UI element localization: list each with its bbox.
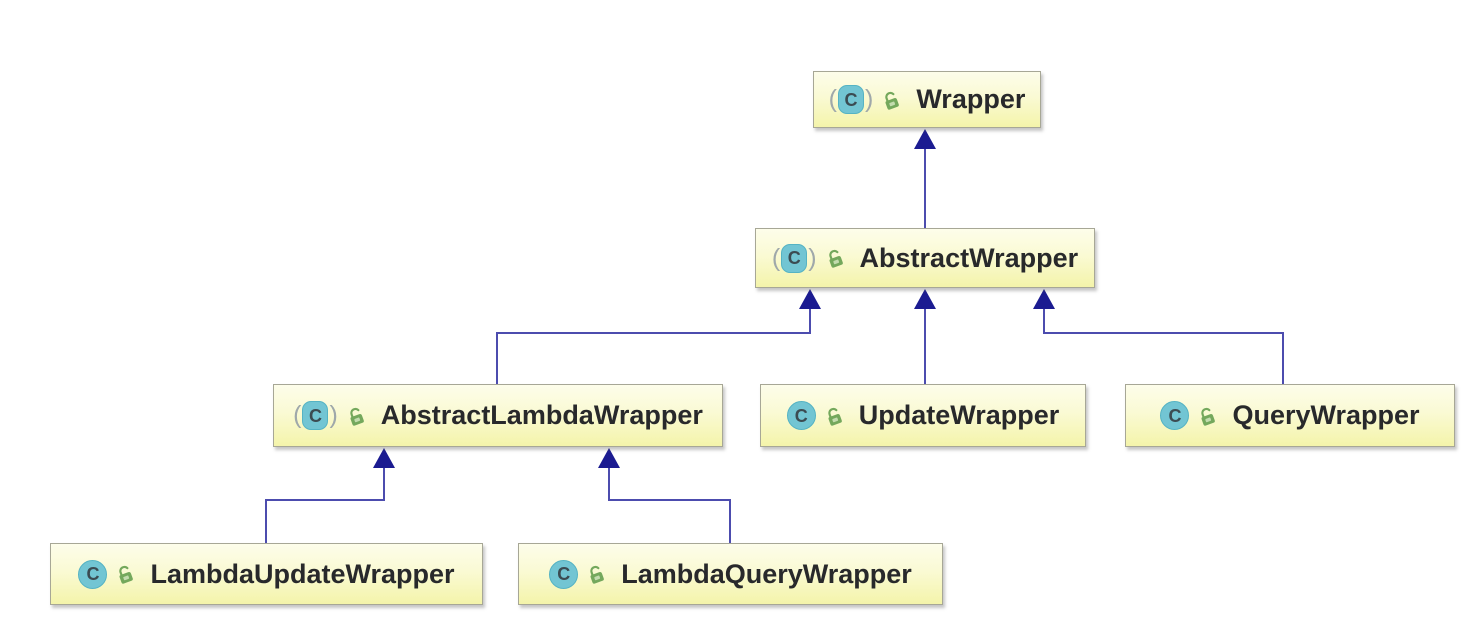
abstract-paren-right: ) — [808, 243, 817, 272]
edge-abstract-lambda-wrapper-extends-abstract-wrapper — [496, 309, 811, 384]
open-lock-icon — [823, 405, 845, 427]
arrowhead-icon — [914, 129, 936, 149]
class-node-abstract-lambda-wrapper[interactable]: (C) AbstractLambdaWrapper — [273, 384, 723, 447]
class-icon: C — [786, 401, 816, 430]
abstract-paren-left: ( — [293, 401, 302, 429]
abstract-class-icon: (C) — [293, 401, 338, 430]
abstract-class-icon: (C) — [771, 243, 817, 273]
class-name-label: AbstractLambdaWrapper — [380, 400, 703, 430]
class-letter: C — [302, 401, 329, 430]
open-lock-icon — [114, 563, 136, 585]
class-node-query-wrapper[interactable]: C QueryWrapper — [1125, 384, 1455, 447]
abstract-paren-left: ( — [828, 85, 837, 113]
abstract-paren-right: ) — [864, 85, 874, 113]
open-lock-icon — [1196, 405, 1218, 427]
class-letter: C — [786, 401, 816, 430]
class-name-label: UpdateWrapper — [858, 400, 1060, 430]
arrowhead-icon — [1033, 289, 1055, 309]
abstract-class-icon: (C) — [828, 85, 874, 114]
class-icon: C — [78, 559, 108, 589]
class-icon: C — [549, 559, 579, 589]
abstract-paren-left: ( — [771, 243, 781, 272]
class-letter: C — [78, 559, 108, 589]
class-node-update-wrapper[interactable]: C UpdateWrapper — [760, 384, 1086, 447]
class-node-abstract-wrapper[interactable]: (C) AbstractWrapper — [755, 228, 1095, 288]
arrowhead-icon — [373, 448, 395, 468]
abstract-paren-right: ) — [329, 401, 338, 429]
edge-query-wrapper-extends-abstract-wrapper — [1043, 309, 1284, 384]
arrowhead-icon — [914, 289, 936, 309]
open-lock-icon — [880, 89, 902, 111]
class-name-label: AbstractWrapper — [859, 242, 1079, 273]
open-lock-icon — [585, 563, 607, 585]
class-name-label: LambdaQueryWrapper — [621, 558, 912, 589]
open-lock-icon — [824, 247, 846, 269]
class-node-lambda-query-wrapper[interactable]: C LambdaQueryWrapper — [518, 543, 943, 605]
class-letter: C — [1160, 401, 1190, 430]
class-node-wrapper[interactable]: (C) Wrapper — [813, 71, 1041, 128]
class-letter: C — [549, 559, 579, 589]
class-letter: C — [837, 85, 864, 114]
class-name-label: Wrapper — [916, 84, 1026, 114]
class-letter: C — [781, 243, 808, 273]
arrowhead-icon — [598, 448, 620, 468]
class-name-label: QueryWrapper — [1232, 400, 1420, 430]
edge-lambda-query-wrapper-extends-abstract-lambda-wrapper — [608, 468, 731, 543]
edge-lambda-update-wrapper-extends-abstract-lambda-wrapper — [265, 468, 385, 543]
class-node-lambda-update-wrapper[interactable]: C LambdaUpdateWrapper — [50, 543, 483, 605]
arrowhead-icon — [799, 289, 821, 309]
class-icon: C — [1160, 401, 1190, 430]
open-lock-icon — [345, 405, 367, 427]
class-name-label: LambdaUpdateWrapper — [150, 558, 455, 589]
